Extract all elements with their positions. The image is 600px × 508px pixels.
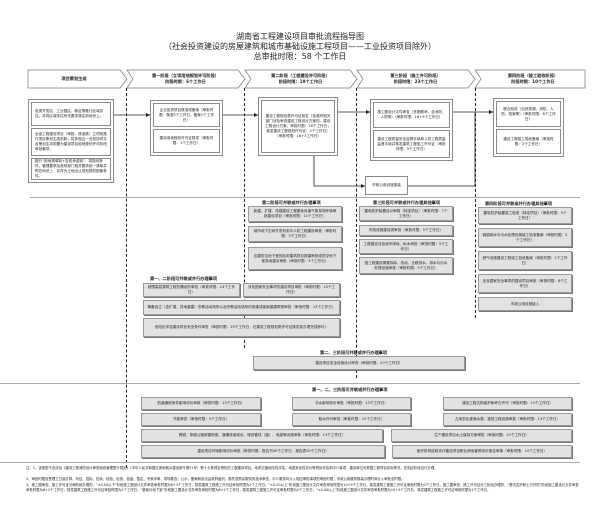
stage-divider <box>126 88 127 468</box>
section-title: 第三阶段可并联或并行办理其他事项 <box>373 200 441 205</box>
stage-divider <box>475 88 476 318</box>
parallel-item: 建设项目环境影响评价审批（审批时限：报告书30个工作日，报告表20个工作日） <box>141 445 385 458</box>
stage1-item: 企业投资项目核准或备案（审批时限：核准5个工作日，备案1个工作日） <box>153 103 220 127</box>
chart-subtitle: （社会投资建设的房屋建筑和城市基础设施工程项目——工业投资项目除外） <box>164 42 436 51</box>
parallel-item: 超限高层建筑工程抗震设防审批（审批时限：13个工作日） <box>143 283 240 297</box>
section-divider <box>30 197 580 198</box>
stage3-item: 施工图设计文件审查（多图联审，含消防、人防等）（审批时限：18+5个工作日） <box>373 102 450 128</box>
note-1: 注：1、该类型不含涉及《建设工程消防设计审查验收管理暂行规定》（中华人民共和国住… <box>26 466 438 470</box>
stage-header-1: 第一阶段（立项用地规划许可阶段）阶段时限：6个工作日 <box>133 70 238 88</box>
section-divider <box>0 462 580 463</box>
stage-name: 第二阶段（工程建设许可阶段） <box>271 73 330 78</box>
stage-header-3: 第三阶段（施工许可阶段）阶段时限：23个工作日 <box>363 70 468 88</box>
parallel-item: 医疗机构放射诊疗建设项目职业病危害预评价报告审核（审批时限：10个工作日） <box>392 445 572 458</box>
parallel-item: 涉及国家安全事项的建设项目审批（审批时限：10个工作日） <box>243 283 340 297</box>
stage-name: 第三阶段（施工许可阶段） <box>390 73 441 78</box>
parallel-item: 市政设施建设类审批（审批时限：5个工作日） <box>359 225 453 236</box>
parallel-item: 建设项目安全设施设计审查（审批时限：20个工作日） <box>253 356 465 370</box>
section-title: 第二阶段可并联或并行办理事项 <box>262 200 321 205</box>
parallel-item: 应建防空地下室的民用建筑项目报建审批或防空地下室易地建设审批（审批时限：5个工作… <box>248 247 342 270</box>
stage-header-2: 第二阶段（工程建设许可阶段）阶段时限：19个工作日 <box>251 70 350 88</box>
stage2-item: 建设工程规划类许可证核发（含政府相关部门涉及审查建设工程设计方案的，建设工程设计… <box>261 100 335 153</box>
chart-title: 湖南省工程建设项目审批流程指导图 <box>236 32 364 41</box>
stage-name: 第四阶段（竣工验收阶段） <box>507 73 559 78</box>
chevron-stage2 <box>244 69 358 89</box>
stage-header-planning: 项目策划生成 <box>28 70 120 88</box>
stage-name: 第一阶段（立项用地规划许可阶段） <box>151 73 219 78</box>
parallel-item: 雷电防护装置设计审核（特定项目）（审批时限：7个工作日） <box>359 206 453 221</box>
section-title: 第二、三阶段可并联或并行办理事项 <box>320 350 388 355</box>
planning-item: 全省工程建设项目（审批、核准类）立项前推行项目策划生成机制，将多规合一业务协同平… <box>31 128 111 156</box>
parallel-item: 跨越、穿越公路修建桥梁、渡槽或者架设、埋设管线（道）、电缆等设施审批（审批时限：… <box>141 429 383 442</box>
stage4-item: 建设工程竣工验收备案（审批时限：2个工作日） <box>496 129 561 154</box>
chevron-stage3 <box>356 69 476 89</box>
stage-header-4: 第四阶段（竣工验收阶段）阶段时限：10个工作日 <box>481 70 585 88</box>
utility-reporting-box: 市政公用设施报装 <box>365 176 408 195</box>
parallel-item: 生产建设项目水土保持方案审批（审批时限：10个工作日） <box>391 429 572 442</box>
section-title: 第一、二阶段可并联或并行办理事项 <box>150 276 218 281</box>
parallel-item: 城市地下空间开发利用中人防工程建设审批（审批时限：5个工作日） <box>248 226 342 242</box>
parallel-item: 新建、扩建、改建建设工程避免危害气象探测环境审批建设项目（审批时限：11个工作日… <box>248 206 342 222</box>
parallel-item: 取水许可审批（审批时限：10个工作日） <box>292 413 411 426</box>
stage-limit: 阶段时限：19个工作日 <box>278 79 323 84</box>
chevron-stage4 <box>474 69 586 89</box>
stage-limit: 阶段时限：10个工作日 <box>511 79 555 84</box>
parallel-item: 危险化学品建设项目安全条件审查（审批时限：19个工作日，在建设工程规划类许可证核… <box>143 318 340 337</box>
parallel-item: 涉及国家安全事项的建设项目审批（审批时限：8个工作日） <box>478 274 572 293</box>
parallel-item: 建设工程文物保护和考古许可（审批时限：10个工作日） <box>443 397 572 410</box>
parallel-item: 雷电防护装置竣工验收（特定项目）（审批时限：5个工作日） <box>478 207 572 224</box>
note-2: 2、审批时限自受理之日起计算。听证、招标、拍卖、检验、检测、检疫、鉴定、专家评审… <box>26 477 405 481</box>
parallel-item: 航道通航条件影响评价审核（审批时限：13个工作日） <box>141 397 261 410</box>
stage4-item: 联合验收（自然资源、消防、人防、档案等）（审批时限：8个工作日） <box>496 101 561 127</box>
parallel-item: 占用农业灌溉水源、灌排工程设施审批（审批时限：13个工作日） <box>443 413 572 426</box>
stage-limit: 阶段时限：6个工作日 <box>165 79 206 84</box>
parallel-item: 燃气设施建设工程竣工验收备案（审批时限：2个工作日） <box>478 251 572 270</box>
stage-limit: 阶段时限：23个工作日 <box>393 79 438 84</box>
stage3-item: 建设工程质量安全监督手续和人防工程质量监督手续并核发建筑工程施工许可证（审批时限… <box>373 130 450 158</box>
stage-name: 项目策划生成 <box>61 76 87 81</box>
stage-divider <box>356 88 357 378</box>
note-3: 3、施工图审查、施工许可证分两阶段办理的，“±0.00以下”阶段施工图设计文件审… <box>26 483 579 492</box>
arrow-stage2-utility <box>313 155 365 187</box>
parallel-item: 城镇排水与污水处理设施竣工验收备案（审批时限：2个工作日） <box>478 228 572 247</box>
section-title: 第四阶段可并联或并行办理其他事项 <box>485 201 553 206</box>
section-title: 第一、二、三阶段可并联或并行办理事项 <box>312 387 388 392</box>
planning-item: 推行“用地清单制+告知承诺制”，将规划条件、管理要求及政府部门相关要求统一清单并… <box>31 158 111 180</box>
planning-item: 各类开发区、工业园区、新区等推行区域评估，并将区域评估有关要求落实到地块上。 <box>31 102 111 126</box>
stage1-item: 建设用地规划许可证核发（审批时限：1个工作日） <box>153 129 220 153</box>
stage-divider <box>244 88 245 348</box>
chevron-planning <box>27 69 128 89</box>
parallel-item: 节能审查（审批时限：5个工作日） <box>141 413 261 426</box>
parallel-item: 筹备设立（含扩建、异地重建）宗教活动场所以及宗教活动场所内改建或者新建建筑物审批… <box>143 300 340 315</box>
parallel-item: 市政公用设施接入 <box>478 297 572 311</box>
total-time-limit: 总审批时限：58 个工作日 <box>253 52 347 61</box>
section-divider <box>0 383 580 384</box>
parallel-item: 洪水影响评价审批（审批时限：13个工作日） <box>292 397 411 410</box>
parallel-item: 因工程建设需要拆除、改动、迁移供水、排水与污水处理设施审核（审批时限：5个工作日… <box>359 257 453 274</box>
parallel-item: 工程建设涉及城市绿地、树木审批（审批时限：5个工作日） <box>359 239 453 254</box>
chevron-stage1 <box>126 69 246 89</box>
